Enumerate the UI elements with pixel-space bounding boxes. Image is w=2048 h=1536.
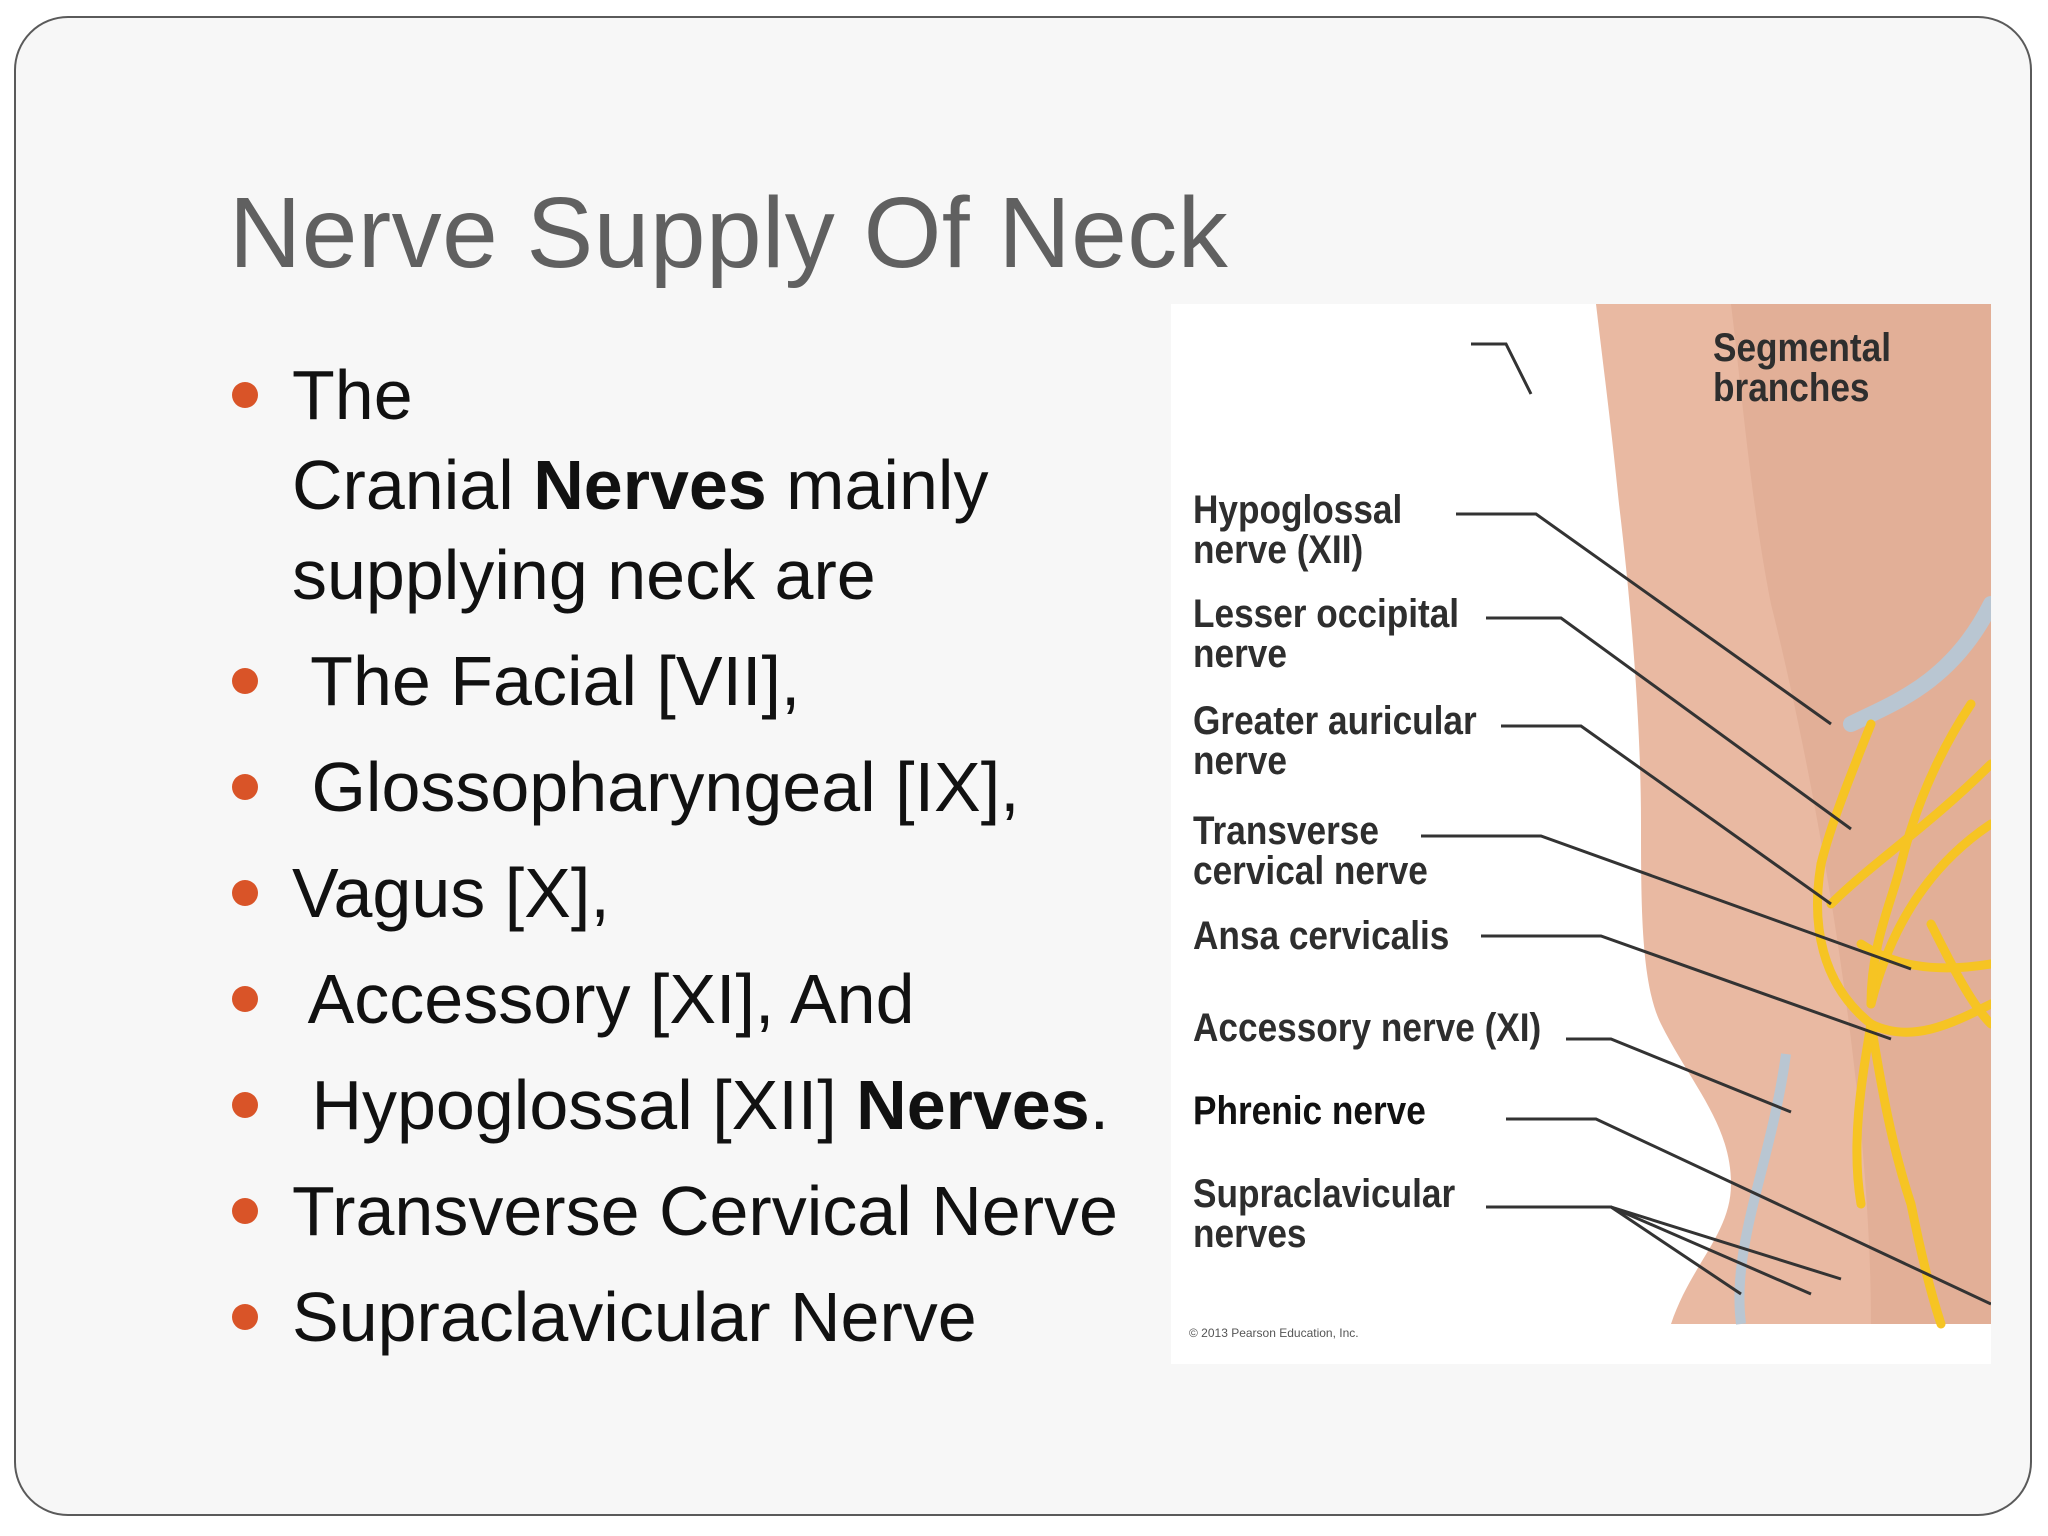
- bullet-dot: [232, 986, 258, 1012]
- bullet-item: Supraclavicular Nerve: [232, 1272, 1118, 1362]
- bullet-item: The Facial [VII],: [232, 636, 1118, 726]
- nerve-plexus: [1813, 699, 1996, 1329]
- phrenic-nerve-label: Phrenic nerve: [1193, 1089, 1426, 1133]
- bullet-dot: [232, 1198, 258, 1224]
- bullet-list: The Cranial Nerves mainly supplying neck…: [232, 350, 1118, 1378]
- bullet-dot: [232, 1304, 258, 1330]
- bullet-text: .: [1089, 1066, 1110, 1144]
- bullet-item: Hypoglossal [XII] Nerves.: [232, 1060, 1118, 1150]
- slide-title: Nerve Supply Of Neck: [229, 177, 1229, 289]
- greater-auricular-nerve-label: Greater auricular nerve: [1193, 699, 1477, 783]
- neck-shading: [1731, 304, 1991, 1324]
- bullet-text: Accessory [XI], And: [292, 960, 915, 1038]
- bullet-dot: [232, 382, 258, 408]
- bullet-text: Hypoglossal [XII]: [292, 1066, 857, 1144]
- accessory-nerve-label: Accessory nerve (XI): [1193, 1006, 1542, 1050]
- supraclavicular-nerves-label: Supraclavicular nerves: [1193, 1172, 1456, 1256]
- bullet-text: supplying neck are: [292, 536, 876, 614]
- jugular-vessel: [1843, 596, 1999, 732]
- bullet-text: Cranial: [292, 446, 534, 524]
- bullet-text: Glossopharyngeal [IX],: [292, 748, 1020, 826]
- neck-nerve-illustration: Segmental branches Hypoglossal nerve (XI…: [1171, 304, 1999, 1364]
- bullet-item: Vagus [X],: [232, 848, 1118, 938]
- neck-anatomy-drawing: [1421, 304, 1999, 1329]
- lesser-occipital-nerve-label: Lesser occipital nerve: [1193, 592, 1460, 676]
- bullet-text: Transverse Cervical Nerve: [292, 1172, 1118, 1250]
- slide: Nerve Supply Of Neck The Cranial Nerves …: [14, 16, 2032, 1516]
- transverse-cervical-nerve-label: Transverse cervical nerve: [1193, 809, 1428, 893]
- bullet-dot: [232, 1092, 258, 1118]
- bullet-dot: [232, 668, 258, 694]
- bullet-dot: [232, 774, 258, 800]
- ansa-cervicalis-label: Ansa cervicalis: [1193, 914, 1450, 958]
- bullet-item: The Cranial Nerves mainly supplying neck…: [232, 350, 1118, 620]
- bullet-item: Glossopharyngeal [IX],: [232, 742, 1118, 832]
- bullet-dot: [232, 880, 258, 906]
- bullet-text: Vagus [X],: [292, 854, 610, 932]
- bullet-bold-text: Nerves: [533, 446, 767, 524]
- bullet-text: The Facial [VII],: [292, 642, 801, 720]
- bullet-text: mainly: [766, 446, 989, 524]
- bullet-item: Accessory [XI], And: [232, 954, 1118, 1044]
- bullet-bold-text: Nerves: [856, 1066, 1090, 1144]
- figure-credit: © 2013 Pearson Education, Inc.: [1189, 1326, 1359, 1340]
- bullet-item: Transverse Cervical Nerve: [232, 1166, 1118, 1256]
- bullet-text: Supraclavicular Nerve: [292, 1278, 977, 1356]
- hypoglossal-nerve-label: Hypoglossal nerve (XII): [1193, 488, 1403, 572]
- segmental-branches-label: Segmental branches: [1713, 326, 1892, 410]
- bullet-text: The: [292, 356, 413, 434]
- label-leader-lines: [1421, 342, 1992, 1306]
